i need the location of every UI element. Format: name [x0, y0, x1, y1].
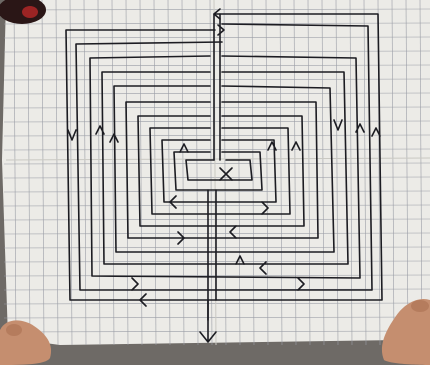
photo-scene	[0, 0, 430, 365]
